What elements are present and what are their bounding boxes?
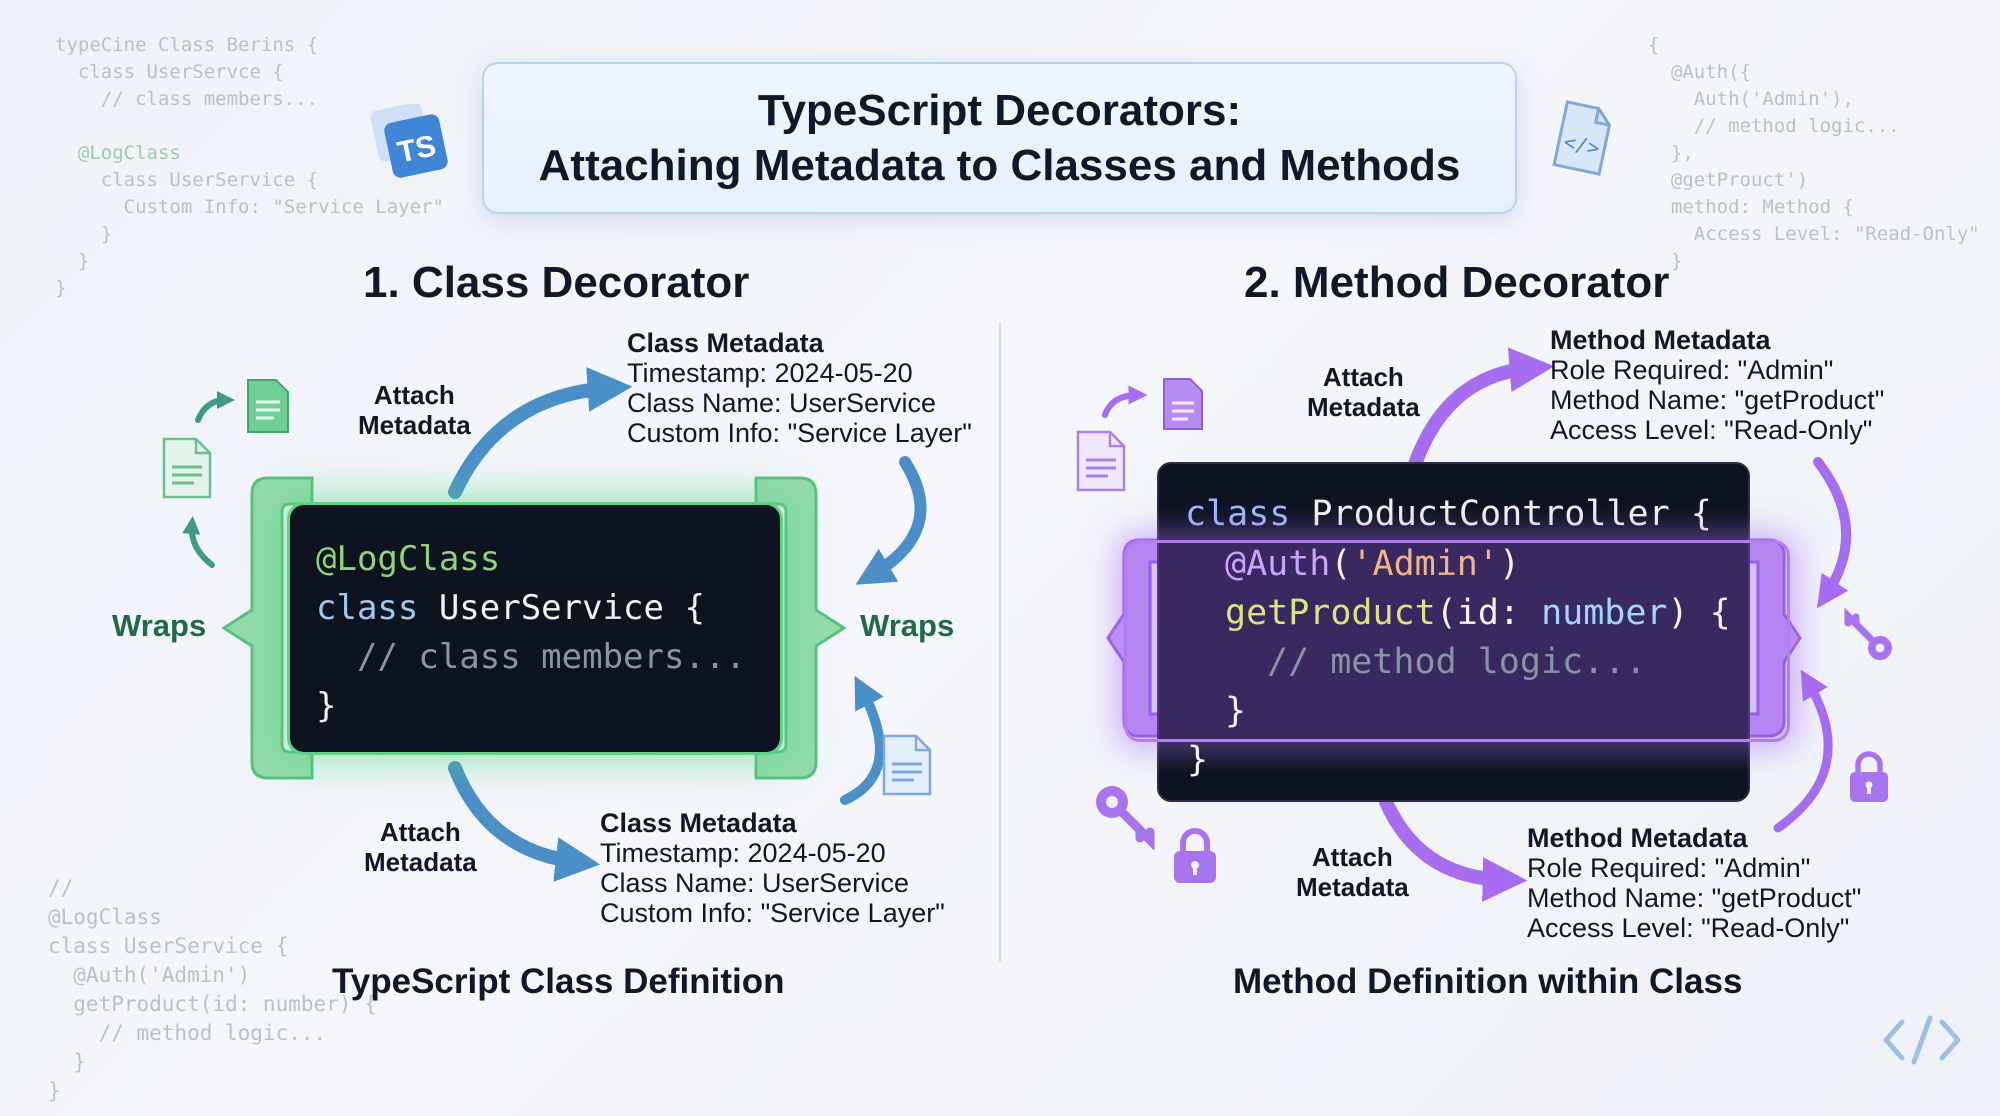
document-icon <box>1074 430 1128 497</box>
lock-icon <box>1170 825 1220 890</box>
arrow-method-attach-bottom <box>1379 795 1528 902</box>
arrow-method-meta-up <box>1773 669 1833 833</box>
code-comment: // method logic... <box>1267 642 1647 682</box>
code-close-brace: } <box>1225 691 1247 731</box>
method-caption: Method Definition within Class <box>1233 962 1743 1001</box>
arrow-attach-top <box>448 367 633 499</box>
code-auth-decorator: @Auth <box>1225 544 1331 584</box>
wraps-label-right: Wraps <box>860 608 955 643</box>
method-highlight-band <box>1124 540 1790 742</box>
arrow-method-attach-top <box>1403 347 1555 487</box>
document-icon <box>160 437 214 504</box>
class-metadata-top: Class Metadata Timestamp: 2024-05-20 Cla… <box>627 328 972 448</box>
class-metadata-bottom: Class Metadata Timestamp: 2024-05-20 Cla… <box>600 808 945 928</box>
wraps-label-left: Wraps <box>112 608 207 643</box>
lock-icon <box>1846 748 1892 809</box>
class-caption: TypeScript Class Definition <box>332 962 785 1001</box>
code-comment: // class members... <box>316 637 746 677</box>
document-icon <box>880 734 934 801</box>
document-icon <box>1160 377 1206 436</box>
arrow-purple-doc <box>1102 385 1148 418</box>
bg-code-top-right: { @Auth({ Auth('Admin'), // method logic… <box>1648 34 1980 272</box>
code-class-keyword: class <box>1185 494 1291 534</box>
key-icon <box>1090 780 1160 855</box>
ts-logo-icon: TS <box>368 102 452 185</box>
right-green-brace <box>754 476 847 780</box>
method-code-block: class ProductController { <box>1157 462 1750 802</box>
title-line-2: Attaching Metadata to Classes and Method… <box>538 141 1461 190</box>
code-close-brace: } <box>316 686 337 726</box>
arrow-meta-to-right-brace <box>855 456 927 585</box>
svg-text:TS: TS <box>395 129 439 169</box>
class-decorator-heading: 1. Class Decorator <box>363 258 750 307</box>
code-type-number: number <box>1541 593 1668 633</box>
document-icon <box>244 378 292 439</box>
title-line-1: TypeScript Decorators: <box>757 86 1242 135</box>
code-class-keyword: class <box>316 588 419 628</box>
code-method-name: getProduct <box>1225 593 1436 633</box>
section-divider <box>999 322 1001 962</box>
code-class-name: UserService { <box>418 588 705 628</box>
code-file-icon: </> <box>1548 100 1618 183</box>
method-metadata-bottom: Method Metadata Role Required: "Admin" M… <box>1527 823 1862 943</box>
method-code-highlighted: @Auth('Admin')getProduct(id: number) {//… <box>1157 540 1750 736</box>
bg-code-top-left: typeCine Class Berins { class UserServce… <box>55 34 444 299</box>
arrow-attach-bottom <box>448 761 601 882</box>
method-code-tail: } <box>1157 736 1357 796</box>
title-box: TypeScript Decorators: Attaching Metadat… <box>482 62 1517 214</box>
method-metadata-top: Method Metadata Role Required: "Admin" M… <box>1550 325 1885 445</box>
arrow-doc-to-right-brace <box>840 675 885 805</box>
code-close-brace: } <box>1187 740 1209 780</box>
arrow-method-meta-down <box>1813 457 1852 609</box>
code-decorator: @LogClass <box>316 539 501 579</box>
left-green-brace <box>221 476 314 780</box>
code-brackets-icon <box>1883 1015 1961 1065</box>
code-class-name: ProductController { <box>1290 494 1712 534</box>
arrow-doc-down <box>182 516 215 568</box>
key-icon <box>1840 607 1898 671</box>
method-decorator-heading: 2. Method Decorator <box>1244 258 1670 307</box>
code-string-admin: 'Admin' <box>1351 544 1499 584</box>
class-code-block: @LogClass class UserService { // class me… <box>290 505 780 752</box>
arrow-doc-up <box>195 391 235 423</box>
